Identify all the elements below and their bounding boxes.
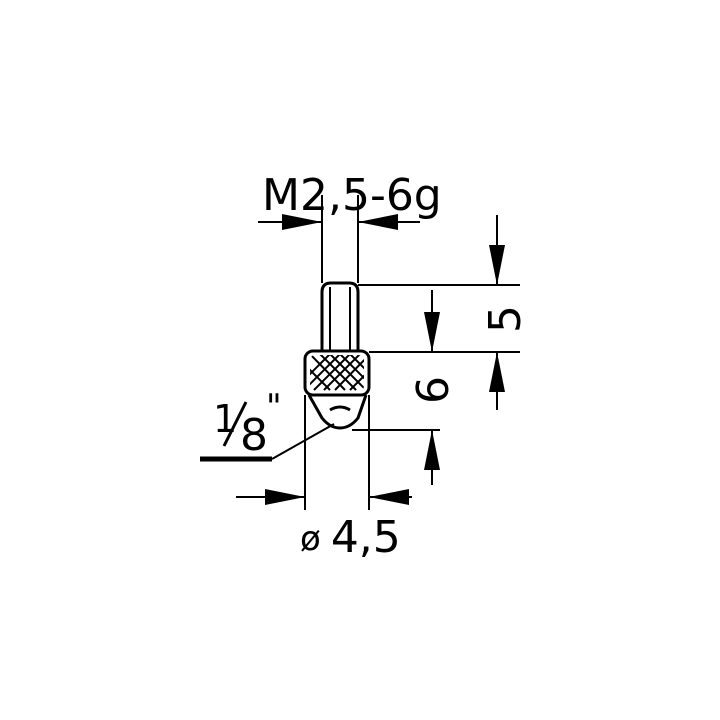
knurled-body xyxy=(303,349,371,397)
thread-label: M2,5-6g xyxy=(262,170,442,221)
length6-arrow-top xyxy=(424,312,440,352)
diameter-arrow-left xyxy=(265,489,305,505)
thread-length-dimension: 5 xyxy=(480,215,531,410)
ball-dimension: 1 8 " xyxy=(200,387,335,462)
diameter-symbol: ø xyxy=(300,519,321,559)
knurl-pattern xyxy=(310,355,364,391)
diameter-value: 4,5 xyxy=(331,512,401,563)
ball-label: 1 8 " xyxy=(213,387,282,461)
thread-length-label: 5 xyxy=(480,305,531,333)
ball-label-numerator: 1 xyxy=(213,397,237,441)
thread-arrow-right xyxy=(358,214,398,230)
stylus-part xyxy=(303,281,371,430)
ball-leader-line xyxy=(271,423,335,460)
tapered-tip xyxy=(307,394,368,430)
thread-arrow-left xyxy=(282,214,322,230)
ball-label-denominator: 8 xyxy=(240,410,268,461)
diameter-arrow-right xyxy=(369,489,409,505)
length6-arrow-bottom xyxy=(424,430,440,470)
length5-arrow-bottom xyxy=(489,352,505,392)
overall-length-dimension: 6 xyxy=(408,290,459,485)
overall-length-label: 6 xyxy=(408,376,459,404)
extension-lines xyxy=(304,195,520,510)
tip-flat xyxy=(329,405,351,412)
ball-label-inch: " xyxy=(266,387,282,427)
ball-label-fraction-bar xyxy=(222,401,248,447)
length5-arrow-top xyxy=(489,245,505,285)
thread-shank xyxy=(320,281,360,351)
thread-dimension: M2,5-6g xyxy=(258,170,442,230)
